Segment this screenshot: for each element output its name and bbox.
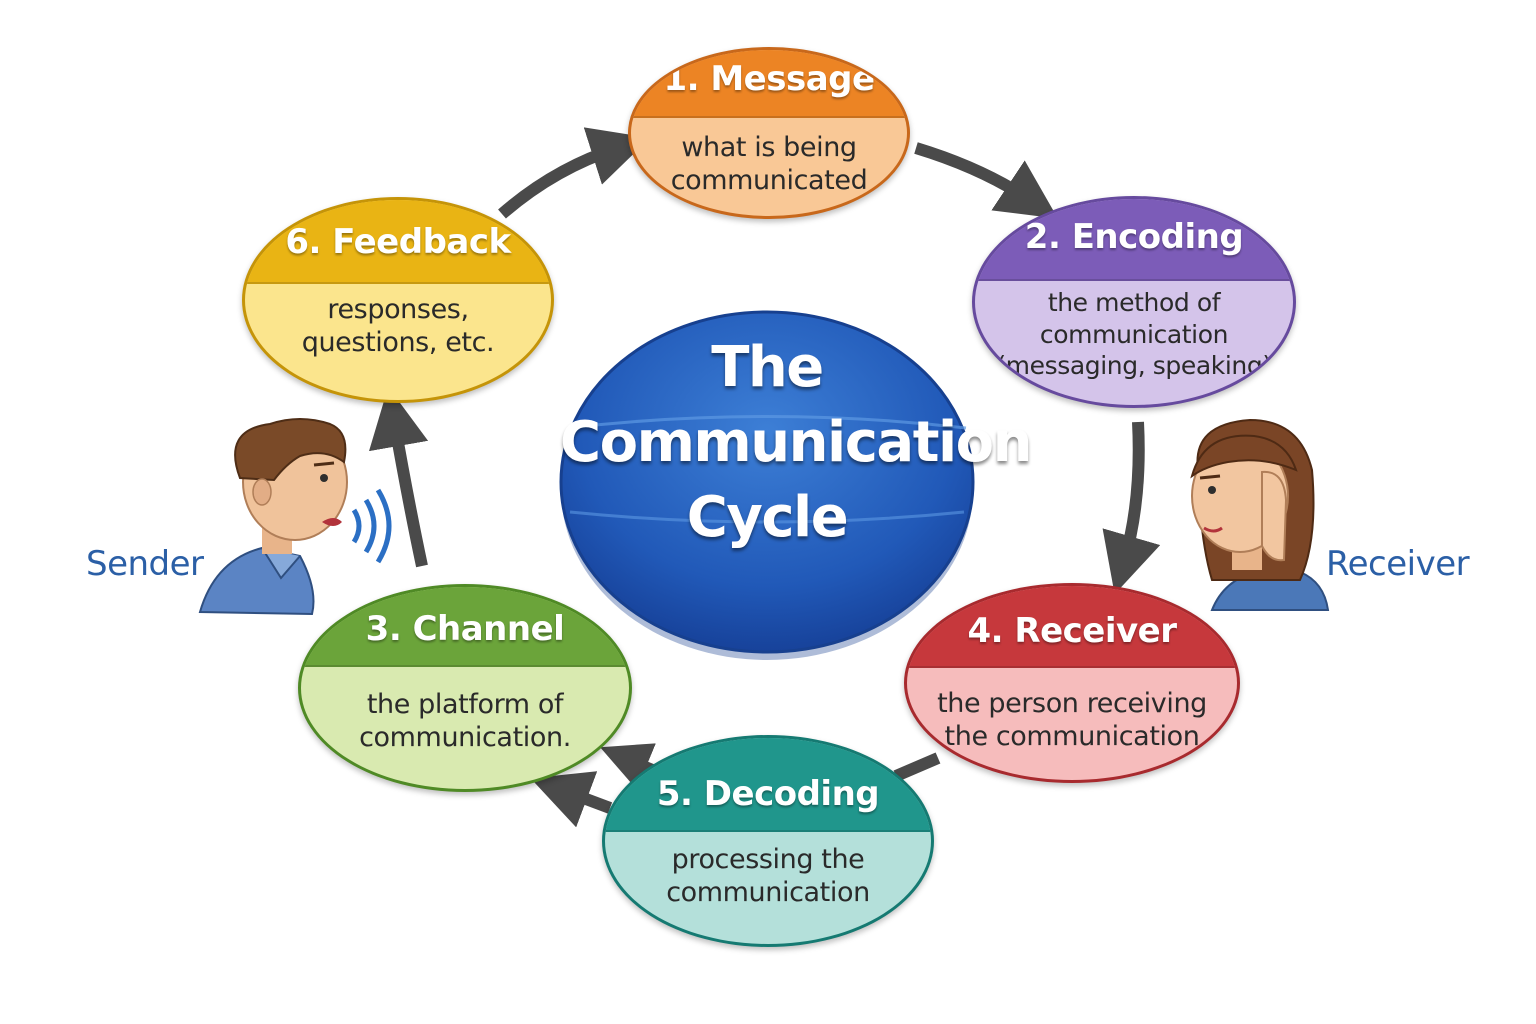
step-header — [245, 200, 551, 284]
step-description: the method of communication (messaging, … — [975, 287, 1293, 382]
description-line: the platform of — [366, 689, 564, 720]
step-header — [605, 738, 931, 832]
step-description: responses, questions, etc. — [245, 294, 551, 360]
receiver-label: Receiver — [1326, 544, 1470, 584]
step-header — [907, 586, 1237, 668]
step-description: the person receiving the communication — [907, 688, 1237, 754]
step-title: 2. Encoding — [1024, 217, 1244, 257]
description-line: questions, etc. — [301, 326, 495, 358]
arrow-channel-to-feedback — [369, 386, 429, 568]
step-description: processing the communication — [605, 844, 931, 910]
step-encoding: 2. Encoding the method of communication … — [972, 196, 1296, 408]
description-line: communication — [1039, 319, 1229, 349]
description-line: what is being — [681, 132, 857, 163]
step-title: 4. Receiver — [967, 611, 1177, 651]
description-line: communication. — [359, 721, 571, 753]
description-line: communicated — [670, 164, 868, 196]
step-description: the platform of communication. — [301, 689, 629, 755]
step-title: 6. Feedback — [285, 222, 511, 262]
description-line: the communication — [944, 720, 1200, 752]
step-channel: 3. Channel the platform of communication… — [298, 584, 632, 792]
description-line: the person receiving — [937, 688, 1207, 719]
description-line: processing the — [671, 844, 865, 875]
description-line: responses, — [327, 294, 469, 325]
description-line: (messaging, speaking) — [996, 351, 1272, 380]
description-line: communication — [666, 876, 870, 908]
center-title: The Communication Cycle — [560, 330, 1033, 555]
step-header — [975, 199, 1293, 281]
step-header — [301, 587, 629, 667]
step-title: 3. Channel — [365, 609, 565, 649]
step-description: what is being communicated — [631, 132, 907, 198]
step-feedback: 6. Feedback responses, questions, etc. — [242, 197, 554, 403]
step-message: 1. Message what is being communicated — [628, 47, 910, 219]
center-title-line: The — [711, 335, 824, 400]
step-decoding: 5. Decoding processing the communication — [602, 735, 934, 947]
step-title: 1. Message — [663, 59, 875, 99]
step-header — [631, 50, 907, 118]
center-title-line: Cycle — [686, 485, 849, 550]
center-title-line: Communication — [560, 410, 1033, 475]
arrow-decoding-to-channel — [530, 771, 613, 828]
arrow-message-to-encoding — [914, 142, 1058, 219]
step-receiver: 4. Receiver the person receiving the com… — [904, 583, 1240, 783]
sender-label: Sender — [86, 544, 204, 584]
arrow-encoding-to-receiver — [1102, 421, 1161, 595]
step-title: 5. Decoding — [656, 774, 880, 814]
description-line: the method of — [1047, 288, 1221, 317]
